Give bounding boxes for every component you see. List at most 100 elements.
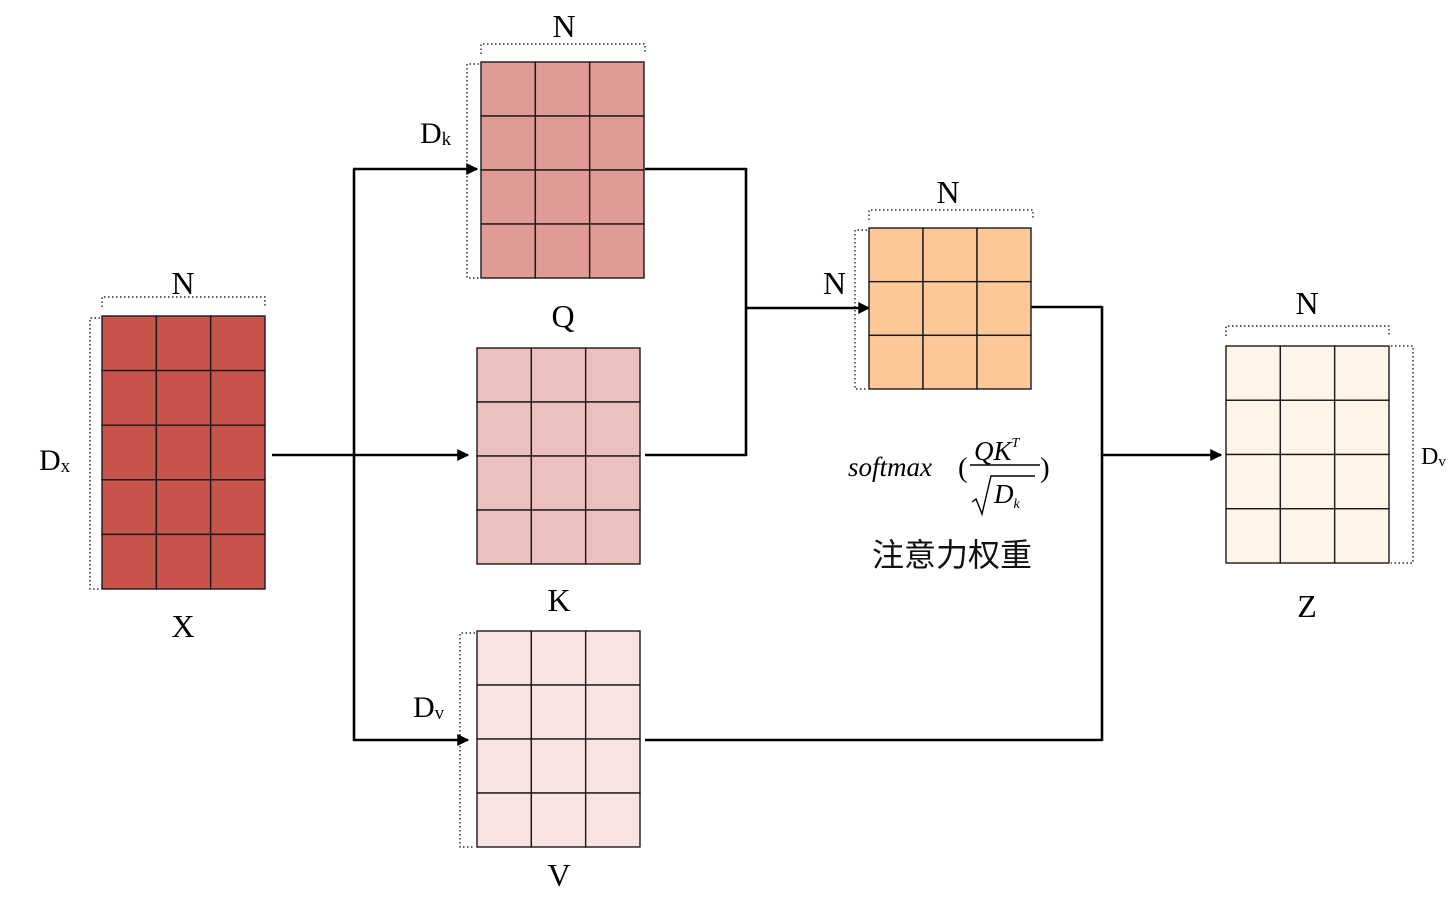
matrix-x-label: X	[171, 608, 194, 644]
matrix-cell	[976, 227, 1032, 283]
dim-bracket-side	[466, 63, 479, 279]
matrix-z-dim-side: Dv	[1421, 444, 1446, 470]
matrix-q-dim-top: N	[552, 8, 575, 44]
dim-bracket-top	[868, 209, 1034, 220]
matrix-cell	[480, 223, 537, 279]
matrix-cell	[534, 61, 591, 117]
matrix-cell	[209, 533, 266, 590]
matrix-cell	[101, 533, 158, 590]
matrix-q-grid	[480, 61, 645, 279]
matrix-cell	[922, 227, 978, 283]
matrix-cell	[476, 792, 533, 848]
matrix-cell	[868, 334, 924, 390]
matrix-cell	[1333, 345, 1390, 401]
matrix-cell	[209, 315, 266, 372]
matrix-cell	[530, 455, 587, 511]
matrix-cell	[584, 684, 641, 740]
dim-bracket-side	[1391, 345, 1414, 564]
matrix-cell	[1225, 399, 1282, 456]
matrix-cell	[530, 401, 587, 457]
matrix-cell	[1279, 453, 1336, 510]
matrix-v-dim-side: Dv	[413, 691, 445, 724]
matrix-cell	[588, 169, 645, 225]
dim-bracket-side	[854, 229, 867, 390]
matrix-q-label: Q	[551, 298, 574, 334]
matrix-cell	[209, 424, 266, 481]
matrix-cell	[588, 115, 645, 171]
matrix-cell	[155, 369, 212, 426]
matrix-v: Dv V	[413, 630, 641, 893]
attention-weights-caption: 注意力权重	[872, 536, 1032, 574]
matrix-v-grid	[476, 630, 641, 848]
dim-bracket-top	[1225, 325, 1390, 336]
matrix-cell	[584, 630, 641, 686]
matrix-v-label: V	[547, 857, 570, 893]
matrix-q-dim-side: Dk	[420, 117, 452, 150]
matrix-x-dim-side: Dx	[39, 444, 71, 477]
matrix-cell	[480, 115, 537, 171]
matrix-cell	[584, 792, 641, 848]
dim-bracket-side	[459, 632, 475, 848]
matrix-attention-grid	[868, 227, 1032, 390]
formula-denominator: Dk	[993, 479, 1021, 512]
matrix-cell	[476, 401, 533, 457]
matrix-cell	[476, 684, 533, 740]
matrix-z-grid	[1225, 345, 1390, 564]
matrix-cell	[1225, 508, 1282, 564]
matrix-cell	[534, 223, 591, 279]
attention-formula: softmax ( QKT Dk )	[848, 436, 1050, 517]
matrix-cell	[1279, 345, 1336, 401]
matrix-cell	[1225, 453, 1282, 510]
matrix-cell	[976, 280, 1032, 337]
matrix-cell	[584, 401, 641, 457]
matrix-x-grid	[101, 315, 266, 590]
matrix-cell	[530, 684, 587, 740]
matrix-cell	[976, 334, 1032, 390]
formula-numerator: QKT	[974, 436, 1021, 466]
dim-bracket-top	[101, 296, 266, 307]
matrix-cell	[1333, 508, 1390, 564]
formula-sqrt-sign	[971, 475, 1035, 517]
matrix-cell	[530, 738, 587, 794]
matrix-cell	[476, 738, 533, 794]
matrix-cell	[101, 479, 158, 536]
matrix-cell	[584, 509, 641, 565]
connectors	[272, 163, 1223, 746]
matrix-cell	[155, 533, 212, 590]
matrix-cell	[476, 509, 533, 565]
matrix-attention: N N	[823, 174, 1034, 390]
matrix-cell	[922, 334, 978, 390]
formula-softmax: softmax	[848, 452, 932, 482]
matrix-cell	[1333, 399, 1390, 456]
matrix-z: N Dv Z	[1225, 285, 1446, 624]
matrix-cell	[209, 479, 266, 536]
matrix-cell	[101, 424, 158, 481]
matrix-k-grid	[476, 347, 641, 565]
matrix-cell	[1279, 399, 1336, 456]
matrix-cell	[868, 280, 924, 337]
matrix-cell	[534, 115, 591, 171]
matrix-cell	[588, 223, 645, 279]
formula-close-paren: )	[1040, 452, 1050, 484]
matrix-cell	[530, 792, 587, 848]
matrix-z-label: Z	[1297, 588, 1317, 624]
matrix-cell	[155, 479, 212, 536]
matrix-cell	[1279, 508, 1336, 564]
dim-bracket-top	[480, 43, 646, 54]
matrix-cell	[155, 424, 212, 481]
matrix-cell	[476, 630, 533, 686]
matrix-cell	[530, 630, 587, 686]
matrix-cell	[101, 369, 158, 426]
matrix-cell	[868, 227, 924, 283]
matrix-cell	[584, 738, 641, 794]
matrix-cell	[588, 61, 645, 117]
matrix-x: N Dx X	[39, 265, 266, 644]
matrix-cell	[101, 315, 158, 372]
matrix-cell	[534, 169, 591, 225]
matrix-cell	[1333, 453, 1390, 510]
matrix-cell	[209, 369, 266, 426]
matrix-cell	[530, 509, 587, 565]
matrix-k-label: K	[547, 582, 570, 618]
matrix-z-dim-top: N	[1295, 285, 1318, 321]
